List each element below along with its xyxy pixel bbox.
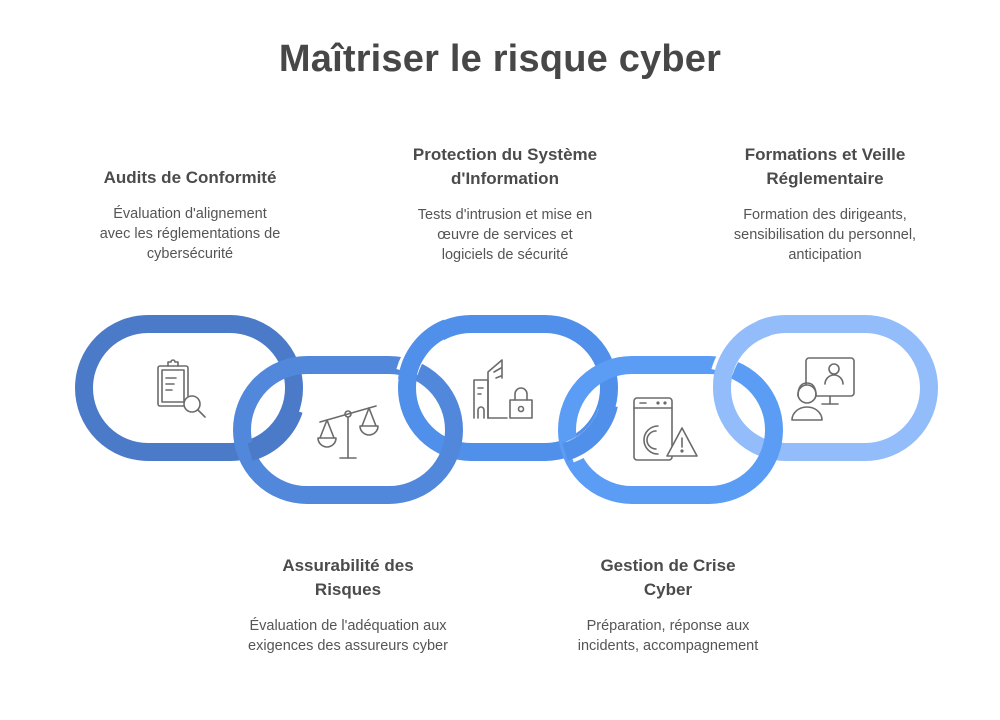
item-title: Audits de Conformité (103, 168, 277, 187)
item-protection: Protection du Système d'Information Test… (385, 143, 625, 265)
chain-link-2 (233, 356, 463, 504)
item-title: Formations et Veille Réglementaire (744, 145, 906, 188)
page-title: Maîtriser le risque cyber (278, 38, 722, 80)
chain-link-3 (398, 315, 618, 461)
item-title: Assurabilité des Risques (282, 556, 414, 599)
item-description: Tests d'intrusion et mise en œuvre de se… (417, 207, 593, 263)
item-audits: Audits de Conformité Évaluation d'aligne… (70, 166, 310, 264)
item-gestion-crise: Gestion de Crise Cyber Préparation, répo… (548, 554, 788, 656)
item-description: Préparation, réponse aux incidents, acco… (577, 618, 759, 654)
item-formations: Formations et Veille Réglementaire Forma… (700, 143, 950, 265)
browser-euro-warning-icon (633, 397, 698, 461)
item-description: Formation des dirigeants, sensibilisatio… (733, 207, 917, 263)
person-presentation-icon (791, 357, 855, 421)
scales-icon (317, 405, 379, 459)
chain-link-1 (75, 315, 303, 461)
item-title: Protection du Système d'Information (412, 145, 598, 188)
item-description: Évaluation d'alignement avec les régleme… (99, 206, 281, 262)
item-assurabilite: Assurabilité des Risques Évaluation de l… (228, 554, 468, 656)
chain-link-4 (558, 356, 783, 504)
building-lock-icon (473, 359, 533, 419)
item-description: Évaluation de l'adéquation aux exigences… (248, 618, 448, 654)
chain-link-5 (713, 315, 938, 461)
item-title: Gestion de Crise Cyber (600, 556, 736, 599)
clipboard-search-icon (157, 359, 206, 418)
